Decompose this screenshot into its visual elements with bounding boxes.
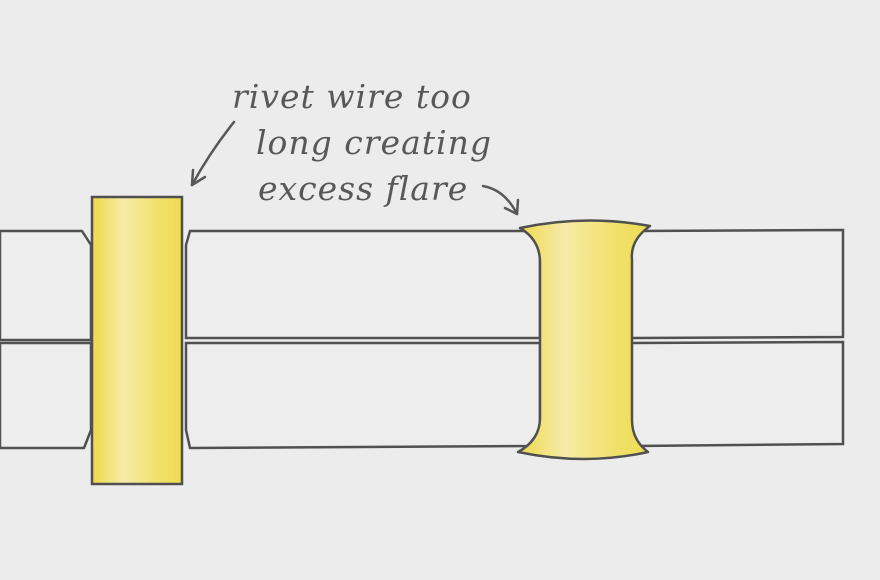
pointer-arrow-right xyxy=(481,184,520,216)
pointer-arrow-left xyxy=(190,120,236,187)
lower-metal-sheet xyxy=(0,340,845,450)
upper-metal-sheet xyxy=(0,228,845,342)
annotation-line-2: long creating xyxy=(256,123,492,162)
annotation-line-1: rivet wire too xyxy=(232,77,472,116)
annotation-text: rivet wire too long creating excess flar… xyxy=(232,74,492,212)
rivet-wire-unriveted xyxy=(90,195,184,486)
rivet-flared-excess xyxy=(516,219,652,461)
annotation-line-3: excess flare xyxy=(258,169,469,208)
